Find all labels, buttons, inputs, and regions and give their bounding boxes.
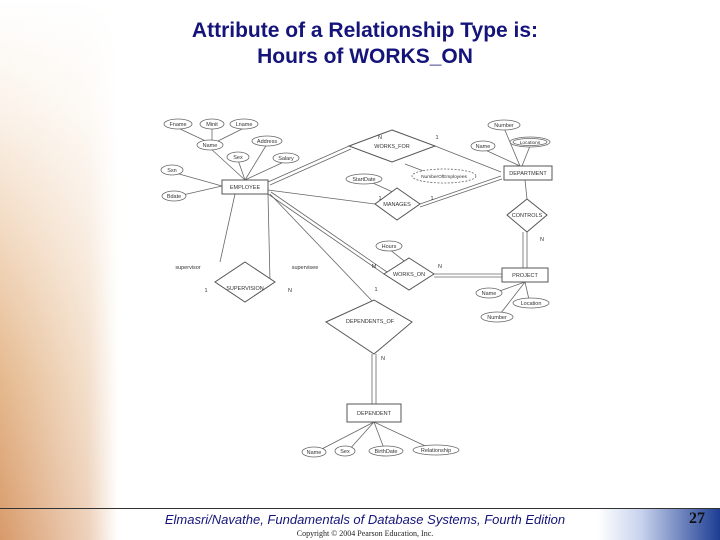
relationship-supervision <box>214 261 276 303</box>
attr-start-date <box>345 173 383 185</box>
card-manages-dept: 1 <box>430 196 433 202</box>
entity-employee <box>221 179 269 195</box>
er-diagram: EMPLOYEE DEPARTMENT PROJECT DEPENDENT WO… <box>150 104 570 464</box>
attr-birth-date <box>368 445 404 457</box>
card-supervision-n: N <box>288 288 292 294</box>
relationship-controls <box>506 198 548 233</box>
attr-hours <box>375 240 403 252</box>
label-manages: MANAGES <box>383 202 411 208</box>
label-name-emp: Name <box>203 143 218 149</box>
card-manages-emp: 1 <box>378 196 381 202</box>
label-controls: CONTROLS <box>512 213 543 219</box>
card-controls-proj: N <box>540 237 544 243</box>
label-minit: Minit <box>206 122 218 128</box>
label-address: Address <box>257 139 277 145</box>
label-fname: Fname <box>169 122 186 128</box>
label-sex-emp: Sex <box>233 155 243 161</box>
role-supervisor: supervisor <box>175 265 201 271</box>
attr-name-proj <box>475 287 503 299</box>
label-works-on: WORKS_ON <box>393 272 425 278</box>
attr-minit <box>199 118 225 130</box>
label-employee: EMPLOYEE <box>230 185 261 191</box>
label-number-of-employees: NumberOfEmployees <box>421 174 467 180</box>
label-works-for: WORKS_FOR <box>374 144 409 150</box>
card-works-on-emp: M <box>372 264 377 270</box>
page-number: 27 <box>689 510 705 527</box>
label-name-proj: Name <box>482 291 497 297</box>
background-gradient-strip <box>0 0 118 540</box>
attr-sex-emp <box>226 151 250 163</box>
attr-fname <box>163 118 193 130</box>
attr-address <box>251 135 283 147</box>
attr-relationship <box>412 444 460 456</box>
attr-ssn <box>160 164 184 176</box>
footer-divider <box>0 508 720 509</box>
label-lname: Lname <box>236 122 253 128</box>
label-name-dep: Name <box>307 450 322 456</box>
attr-name-emp <box>196 139 224 151</box>
label-department: DEPARTMENT <box>509 171 547 177</box>
attr-number-proj <box>480 311 514 323</box>
label-locations: Locations <box>520 140 541 146</box>
label-start-date: StartDate <box>352 177 375 183</box>
footer-gradient-bar <box>598 509 720 540</box>
card-dependents-dep: N <box>381 356 385 362</box>
label-location: Location <box>521 301 542 307</box>
card-supervision-1: 1 <box>204 288 207 294</box>
card-works-for-dept: 1 <box>435 135 438 141</box>
label-name-dept: Name <box>476 144 491 150</box>
attr-name-dep <box>301 446 327 458</box>
relationship-dependents-of <box>324 299 413 355</box>
entity-project <box>501 267 549 283</box>
label-bdate: Bdate <box>167 194 181 200</box>
label-birth-date: BirthDate <box>375 449 398 455</box>
label-dependents-of: DEPENDENTS_OF <box>346 319 395 325</box>
label-number-dept: Number <box>494 123 514 129</box>
label-dependent: DEPENDENT <box>357 411 392 417</box>
label-number-proj: Number <box>487 315 507 321</box>
attr-bdate <box>161 190 187 202</box>
attr-salary <box>272 152 300 164</box>
slide-title: Attribute of a Relationship Type is: Hou… <box>100 18 630 70</box>
label-relationship: Relationship <box>421 448 451 454</box>
attr-number-dept <box>487 119 521 131</box>
relationship-manages <box>374 187 421 221</box>
role-supervisee: supervisee <box>292 265 319 271</box>
label-supervision: SUPERVISION <box>226 286 264 292</box>
relationship-works-for <box>347 129 437 163</box>
slide-title-line-1: Attribute of a Relationship Type is: <box>191 19 539 42</box>
footer-citation: Elmasri/Navathe, Fundamentals of Databas… <box>164 512 566 527</box>
label-hours: Hours <box>382 244 397 250</box>
card-works-for-emp: N <box>378 135 382 141</box>
label-sex-dep: Sex <box>340 449 350 455</box>
attr-number-of-employees <box>411 168 477 184</box>
relationship-works-on <box>383 257 435 291</box>
footer-copyright: Copyright © 2004 Pearson Education, Inc. <box>296 529 434 538</box>
label-salary: Salary <box>278 156 294 162</box>
card-works-on-proj: N <box>438 264 442 270</box>
attr-locations-inner <box>512 138 548 146</box>
entity-dependent <box>346 403 402 423</box>
entity-department <box>503 165 553 181</box>
label-ssn: Ssn <box>167 168 176 174</box>
slide-title-line-2: Hours of WORKS_ON <box>257 45 473 68</box>
attr-name-dept <box>470 140 496 152</box>
attr-location <box>512 297 550 309</box>
label-project: PROJECT <box>512 273 538 279</box>
attr-lname <box>229 118 259 130</box>
card-dependents-emp: 1 <box>374 287 377 293</box>
attr-sex-dep <box>334 445 356 457</box>
